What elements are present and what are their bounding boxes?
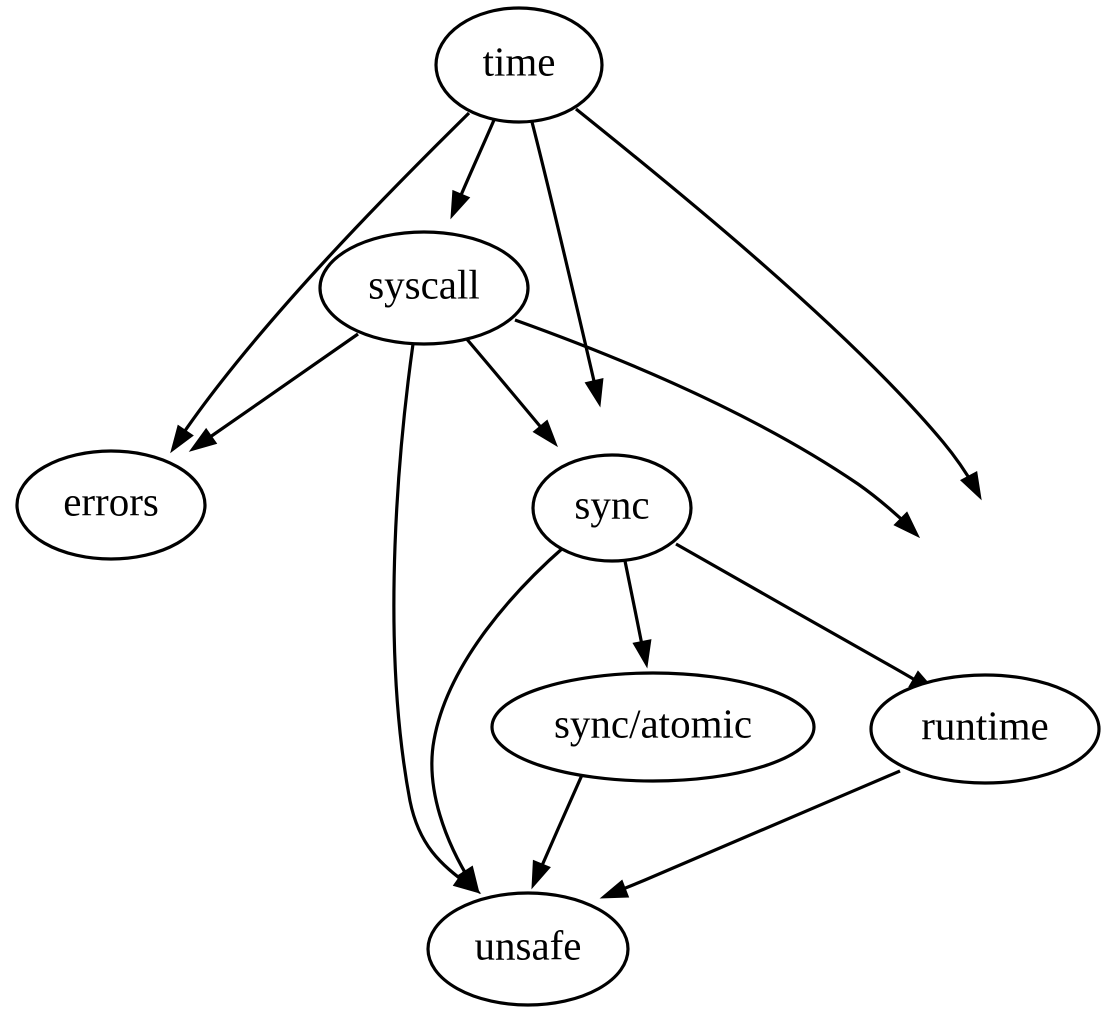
edge-runtime-unsafe: [599, 769, 901, 899]
graph-node-syscall[interactable]: syscall: [318, 230, 530, 346]
edge-syscall-sync: [463, 335, 558, 448]
node-ellipse[interactable]: [15, 449, 207, 561]
arrowhead-icon: [959, 471, 982, 501]
edge-line: [612, 769, 901, 895]
nodes-layer: time syscall errors sync sync/atomic runtime u…: [15, 6, 1101, 1007]
arrowhead-icon: [532, 419, 558, 448]
node-label: syscall: [368, 261, 480, 307]
node-label: runtime: [921, 702, 1049, 748]
edge-syscall-errors: [188, 332, 359, 452]
node-ellipse[interactable]: [490, 671, 816, 783]
arrowhead-icon: [188, 427, 218, 452]
graph-node-runtime[interactable]: runtime: [869, 673, 1101, 785]
edge-sync/atomic-unsafe: [531, 774, 584, 890]
edge-line: [514, 318, 913, 530]
edge-syscall-runtime: [514, 318, 921, 539]
node-label: sync/atomic: [554, 700, 752, 746]
node-label: sync: [574, 481, 649, 527]
arrowhead-icon: [584, 377, 604, 408]
arrowhead-icon: [456, 865, 480, 895]
node-label: time: [483, 38, 556, 84]
edge-line: [199, 332, 359, 446]
graph-node-errors[interactable]: errors: [15, 449, 207, 561]
node-ellipse[interactable]: [434, 6, 604, 124]
node-label: errors: [63, 478, 159, 524]
node-label: unsafe: [474, 922, 581, 968]
arrowhead-icon: [531, 859, 551, 890]
graph-node-time[interactable]: time: [434, 6, 604, 124]
edge-line: [430, 545, 566, 885]
arrowhead-icon: [893, 511, 921, 539]
node-ellipse[interactable]: [869, 673, 1101, 785]
edge-line: [530, 121, 599, 395]
edge-sync-atomic: [623, 560, 652, 669]
edge-time-runtime: [574, 107, 982, 501]
edge-line: [574, 107, 977, 489]
edge-sync-unsafe: [430, 545, 566, 895]
arrowhead-icon: [632, 639, 652, 669]
node-ellipse[interactable]: [426, 891, 630, 1007]
graph-node-sync-atomic[interactable]: sync/atomic: [490, 671, 816, 783]
edge-line: [176, 111, 471, 442]
arrowhead-icon: [599, 879, 630, 899]
node-ellipse[interactable]: [318, 230, 530, 346]
edge-time-sync: [530, 121, 604, 408]
edge-line: [675, 542, 926, 688]
edges-layer: [170, 107, 982, 899]
graph-node-sync[interactable]: sync: [531, 453, 693, 563]
edge-time-syscall: [450, 119, 496, 220]
graph-node-unsafe[interactable]: unsafe: [426, 891, 630, 1007]
edge-time-errors: [170, 111, 471, 454]
node-ellipse[interactable]: [531, 453, 693, 563]
arrowhead-icon: [450, 189, 471, 220]
edge-line: [392, 343, 471, 888]
arrowhead-icon: [170, 424, 194, 454]
